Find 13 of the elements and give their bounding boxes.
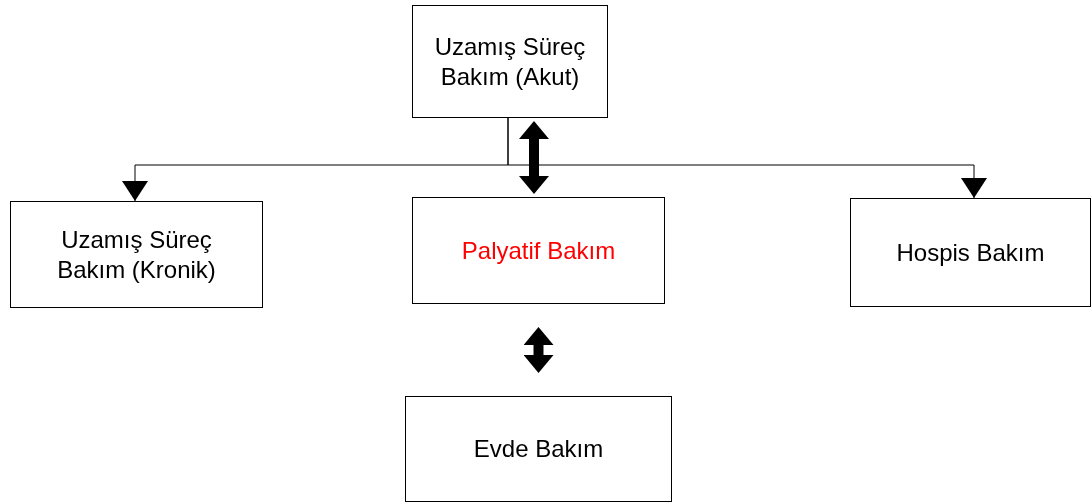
box-label: Hospis Bakım [896,237,1045,268]
process-box [412,5,608,118]
process-box [850,198,1091,307]
box-label: Palyatif Bakım [461,235,616,266]
process-box [412,197,665,304]
arrow [519,121,549,194]
box-label: Uzamış Süreç Bakım (Akut) [433,31,587,92]
box-label: Uzamış Süreç Bakım (Kronik) [56,224,217,285]
process-box [10,201,263,308]
process-box [405,396,672,502]
arrow [507,117,987,199]
arrow [523,327,554,373]
box-label: Evde Bakım [473,434,604,464]
